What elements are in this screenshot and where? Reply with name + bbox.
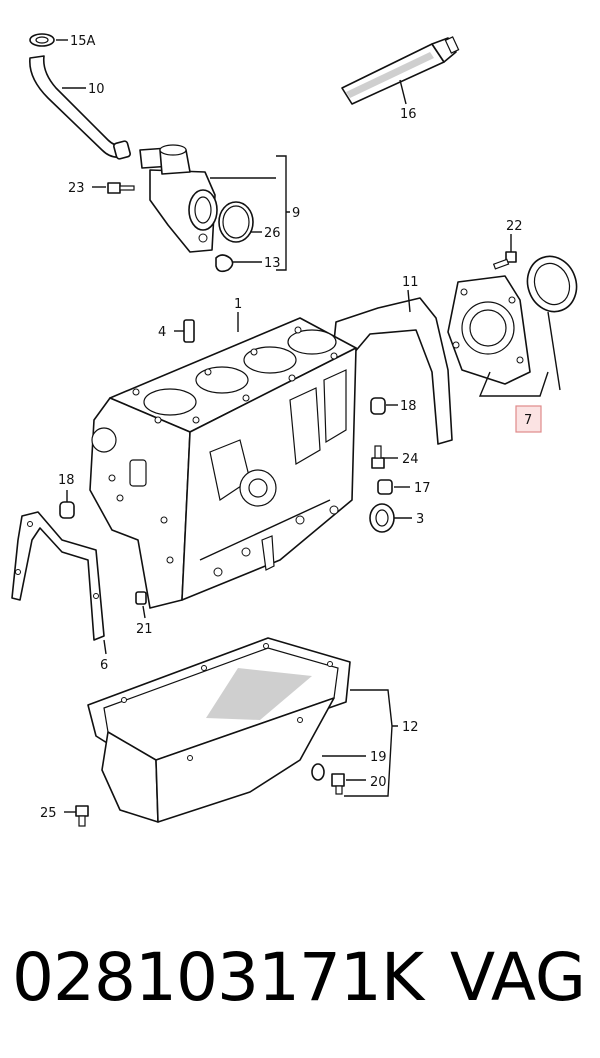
part-number: 028103171K (12, 939, 424, 1016)
oil-pan[interactable] (87, 637, 351, 823)
dowel-4[interactable] (183, 319, 195, 343)
callout-9: 9 (292, 206, 300, 221)
callout-13: 13 (264, 256, 281, 271)
bolt-22[interactable] (492, 251, 517, 270)
callout-labels: 15A 10 16 23 9 26 13 22 11 1 4 7 18 24 1… (40, 34, 532, 821)
bolt-23[interactable] (107, 182, 135, 194)
callout-22: 22 (506, 219, 523, 234)
sealant-tube[interactable] (341, 36, 460, 105)
callout-6: 6 (100, 658, 108, 673)
callout-18-right: 18 (400, 399, 417, 414)
callout-17: 17 (414, 481, 431, 496)
breather-housing[interactable] (149, 144, 218, 253)
callout-23: 23 (68, 181, 85, 196)
callout-12: 12 (402, 720, 419, 735)
drain-plug-20[interactable] (331, 773, 345, 795)
callout-25: 25 (40, 806, 57, 821)
bolt-24[interactable] (371, 445, 385, 469)
callout-3: 3 (416, 512, 424, 527)
highlighted-callout-box (515, 405, 542, 433)
plug-18-right[interactable] (370, 397, 386, 415)
seal-3[interactable] (369, 503, 395, 533)
callout-21: 21 (136, 622, 153, 637)
callout-11: 11 (402, 275, 419, 290)
bolt-25[interactable] (75, 805, 89, 827)
gasket-13[interactable] (215, 254, 234, 273)
plug-18-left[interactable] (59, 501, 75, 519)
callout-18-left: 18 (58, 473, 75, 488)
brand-name: VAG (449, 939, 586, 1016)
dowel-21[interactable] (135, 591, 147, 605)
callout-26: 26 (264, 226, 281, 241)
callout-10: 10 (88, 82, 105, 97)
leader-lines (56, 39, 561, 813)
callout-1: 1 (234, 297, 242, 312)
callout-24: 24 (402, 452, 419, 467)
sleeve-17[interactable] (377, 479, 393, 495)
callout-20: 20 (370, 775, 387, 790)
washer-19[interactable] (311, 763, 325, 781)
seal-flange[interactable] (447, 275, 531, 385)
callout-15a: 15A (70, 34, 96, 49)
callout-4: 4 (158, 325, 166, 340)
breather-hose[interactable] (29, 33, 173, 169)
cylinder-block[interactable] (89, 317, 357, 609)
callout-16: 16 (400, 107, 417, 122)
oil-seal-ring[interactable] (520, 249, 584, 318)
exploded-parts-diagram: 15A 10 16 23 9 26 13 22 11 1 4 7 18 24 1… (11, 33, 584, 827)
callout-7: 7 (524, 413, 532, 428)
front-gasket[interactable] (11, 511, 105, 641)
footer-bar: 028103171K VAG (0, 928, 600, 1028)
callout-19: 19 (370, 750, 387, 765)
o-ring-26[interactable] (218, 201, 254, 243)
